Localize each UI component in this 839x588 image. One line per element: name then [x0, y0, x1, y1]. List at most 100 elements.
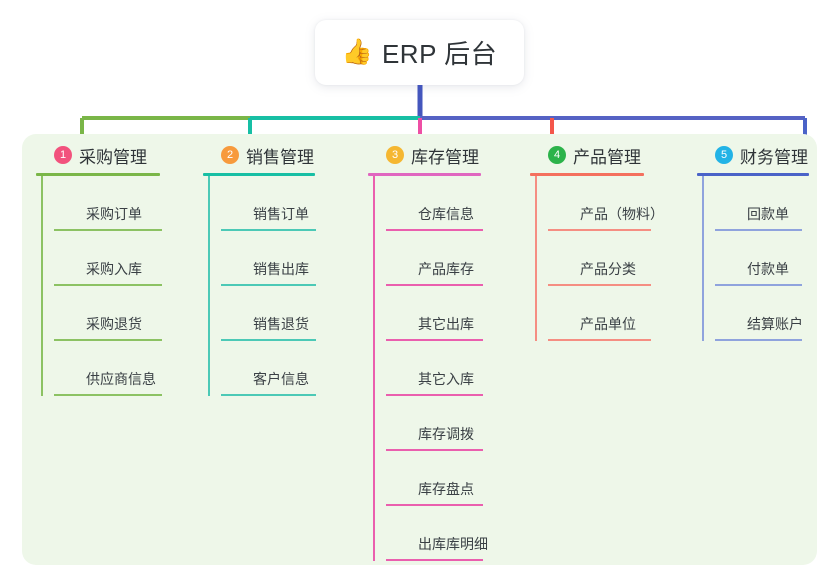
branch-leaf-list-5: 回款单付款单结算账户 [697, 176, 827, 341]
leaf-item-label: 客户信息 [253, 371, 309, 387]
leaf-item-label: 库存调拨 [418, 426, 474, 442]
branch-spine-2 [208, 176, 210, 396]
root-node-title: ERP 后台 [381, 39, 498, 69]
branch-leaf-list-2: 销售订单销售出库销售退货客户信息 [203, 176, 351, 396]
leaf-item-label: 采购入库 [86, 261, 142, 277]
branch-badge-4: 4 [548, 146, 566, 164]
branch-spine-1 [41, 176, 43, 396]
leaf-item-label: 出库库明细 [418, 536, 488, 552]
leaf-item-label: 产品分类 [580, 261, 636, 277]
branch-header-rule-2 [203, 173, 315, 176]
leaf-item-label: 产品（物料） [580, 206, 664, 222]
branch-column-5: 5 财务管理回款单付款单结算账户 [697, 134, 827, 341]
branch-header-1[interactable]: 1 采购管理 [36, 134, 184, 176]
leaf-item[interactable]: 销售退货 [221, 286, 351, 341]
leaf-item[interactable]: 回款单 [715, 176, 827, 231]
leaf-item-rule [386, 559, 483, 561]
leaf-item-label: 其它出库 [418, 316, 474, 332]
branch-header-rule-3 [368, 173, 481, 176]
branch-header-3[interactable]: 3 库存管理 [368, 134, 518, 176]
leaf-item-rule [548, 339, 651, 341]
branch-title-4: 产品管理 [573, 147, 641, 167]
leaf-item[interactable]: 产品（物料） [548, 176, 680, 231]
leaf-item-label: 销售出库 [253, 261, 309, 277]
leaf-item[interactable]: 其它出库 [386, 286, 518, 341]
leaf-item-label: 产品库存 [418, 261, 474, 277]
leaf-item[interactable]: 产品库存 [386, 231, 518, 286]
leaf-item[interactable]: 采购退货 [54, 286, 184, 341]
branch-badge-3: 3 [386, 146, 404, 164]
branch-leaf-list-3: 仓库信息产品库存其它出库其它入库库存调拨库存盘点出库库明细 [368, 176, 518, 561]
leaf-item-rule [54, 394, 162, 396]
leaf-item[interactable]: 销售订单 [221, 176, 351, 231]
leaf-item-label: 结算账户 [747, 316, 803, 332]
leaf-item-label: 采购订单 [86, 206, 142, 222]
root-node-card[interactable]: 👍 ERP 后台 [315, 20, 524, 85]
leaf-item-label: 采购退货 [86, 316, 142, 332]
leaf-item-rule [548, 229, 651, 231]
branch-leaf-list-4: 产品（物料） 产品分类产品单位 [530, 176, 680, 341]
branch-header-5[interactable]: 5 财务管理 [697, 134, 827, 176]
branch-spine-5 [702, 176, 704, 341]
leaf-item-rule [221, 229, 316, 231]
branch-column-4: 4 产品管理产品（物料） 产品分类产品单位 [530, 134, 680, 341]
branch-header-4[interactable]: 4 产品管理 [530, 134, 680, 176]
branch-title-3: 库存管理 [411, 147, 479, 167]
leaf-item[interactable]: 采购订单 [54, 176, 184, 231]
leaf-item-label: 销售退货 [253, 316, 309, 332]
leaf-item[interactable]: 采购入库 [54, 231, 184, 286]
leaf-item-rule [715, 339, 802, 341]
branch-badge-1: 1 [54, 146, 72, 164]
branch-column-3: 3 库存管理仓库信息产品库存其它出库其它入库库存调拨库存盘点出库库明细 [368, 134, 518, 561]
leaf-item-label: 付款单 [747, 261, 789, 277]
branch-spine-4 [535, 176, 537, 341]
branch-column-1: 1 采购管理采购订单采购入库采购退货供应商信息 [36, 134, 184, 396]
leaf-item-rule [54, 284, 162, 286]
leaf-item[interactable]: 付款单 [715, 231, 827, 286]
branch-badge-2: 2 [221, 146, 239, 164]
leaf-item-rule [221, 394, 316, 396]
leaf-item-label: 库存盘点 [418, 481, 474, 497]
leaf-item-label: 回款单 [747, 206, 789, 222]
leaf-item-rule [221, 339, 316, 341]
leaf-item[interactable]: 仓库信息 [386, 176, 518, 231]
leaf-item-rule [386, 284, 483, 286]
branch-title-2: 销售管理 [246, 147, 314, 167]
branch-header-2[interactable]: 2 销售管理 [203, 134, 351, 176]
leaf-item[interactable]: 其它入库 [386, 341, 518, 396]
leaf-item-label: 供应商信息 [86, 371, 156, 387]
leaf-item-rule [715, 229, 802, 231]
leaf-item[interactable]: 客户信息 [221, 341, 351, 396]
leaf-item-rule [715, 284, 802, 286]
branch-column-2: 2 销售管理销售订单销售出库销售退货客户信息 [203, 134, 351, 396]
leaf-item-rule [221, 284, 316, 286]
branch-header-rule-5 [697, 173, 809, 176]
leaf-item-label: 销售订单 [253, 206, 309, 222]
leaf-item-label: 产品单位 [580, 316, 636, 332]
branch-badge-5: 5 [715, 146, 733, 164]
leaf-item-rule [386, 449, 483, 451]
leaf-item[interactable]: 库存调拨 [386, 396, 518, 451]
leaf-item-rule [54, 339, 162, 341]
leaf-item[interactable]: 结算账户 [715, 286, 827, 341]
branch-leaf-list-1: 采购订单采购入库采购退货供应商信息 [36, 176, 184, 396]
leaf-item-rule [386, 504, 483, 506]
branches-panel: 1 采购管理采购订单采购入库采购退货供应商信息 2 销售管理销售订单销售出库销售退货客… [22, 134, 817, 565]
leaf-item-rule [548, 284, 651, 286]
leaf-item[interactable]: 出库库明细 [386, 506, 518, 561]
leaf-item-label: 其它入库 [418, 371, 474, 387]
thumbs-up-icon: 👍 [341, 38, 373, 66]
leaf-item[interactable]: 销售出库 [221, 231, 351, 286]
branch-title-1: 采购管理 [79, 147, 147, 167]
leaf-item-label: 仓库信息 [418, 206, 474, 222]
branch-header-rule-4 [530, 173, 644, 176]
branch-title-5: 财务管理 [740, 147, 808, 167]
leaf-item[interactable]: 供应商信息 [54, 341, 184, 396]
leaf-item[interactable]: 产品单位 [548, 286, 680, 341]
leaf-item-rule [386, 339, 483, 341]
leaf-item[interactable]: 库存盘点 [386, 451, 518, 506]
branch-spine-3 [373, 176, 375, 561]
leaf-item-rule [386, 229, 483, 231]
leaf-item[interactable]: 产品分类 [548, 231, 680, 286]
leaf-item-rule [386, 394, 483, 396]
